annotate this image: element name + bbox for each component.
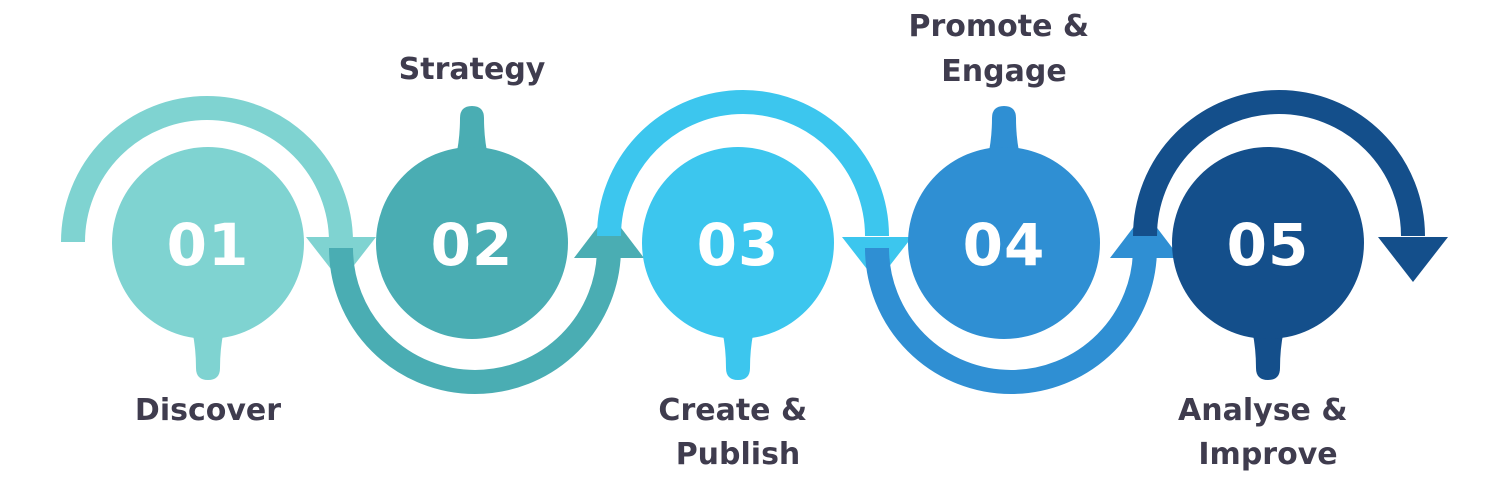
step-2-label: Strategy bbox=[399, 52, 546, 87]
step-2-label-line-1: Strategy bbox=[399, 52, 546, 87]
arrow-head bbox=[1378, 237, 1448, 282]
flow-arrow-5 bbox=[1133, 90, 1448, 282]
step-3-label: Create & Publish bbox=[658, 393, 817, 472]
step-number: 05 bbox=[1227, 211, 1310, 279]
step-1: 01 bbox=[112, 147, 304, 380]
step-circle bbox=[376, 147, 568, 339]
step-number: 01 bbox=[167, 211, 250, 279]
step-3-label-line-2: Publish bbox=[676, 437, 801, 472]
step-circle bbox=[642, 147, 834, 339]
step-5-label: Analyse & Improve bbox=[1178, 393, 1358, 472]
step-3: 03 bbox=[642, 147, 834, 380]
arrow-arc bbox=[597, 90, 889, 237]
arrow-arc bbox=[1133, 90, 1425, 237]
step-circle bbox=[908, 147, 1100, 339]
step-4-label-line-2: Engage bbox=[941, 54, 1066, 89]
arrow-arc bbox=[61, 96, 353, 243]
step-circle bbox=[112, 147, 304, 339]
step-4: 04 bbox=[908, 106, 1100, 339]
step-1-label: Discover bbox=[135, 393, 281, 428]
step-5-label-line-2: Improve bbox=[1198, 437, 1337, 472]
arrow-arc bbox=[865, 247, 1157, 394]
step-3-label-line-1: Create & bbox=[658, 393, 807, 428]
step-4-label-line-1: Promote & bbox=[908, 9, 1089, 44]
step-5-label-line-1: Analyse & bbox=[1178, 393, 1347, 428]
step-2: 02 bbox=[376, 106, 568, 339]
step-5: 05 bbox=[1172, 147, 1364, 380]
arrow-arc bbox=[329, 247, 621, 394]
step-number: 03 bbox=[697, 211, 780, 279]
step-number: 04 bbox=[963, 211, 1046, 279]
step-circle bbox=[1172, 147, 1364, 339]
step-number: 02 bbox=[431, 211, 514, 279]
step-1-label-line-1: Discover bbox=[135, 393, 281, 428]
step-4-label: Promote & Engage bbox=[908, 9, 1099, 89]
